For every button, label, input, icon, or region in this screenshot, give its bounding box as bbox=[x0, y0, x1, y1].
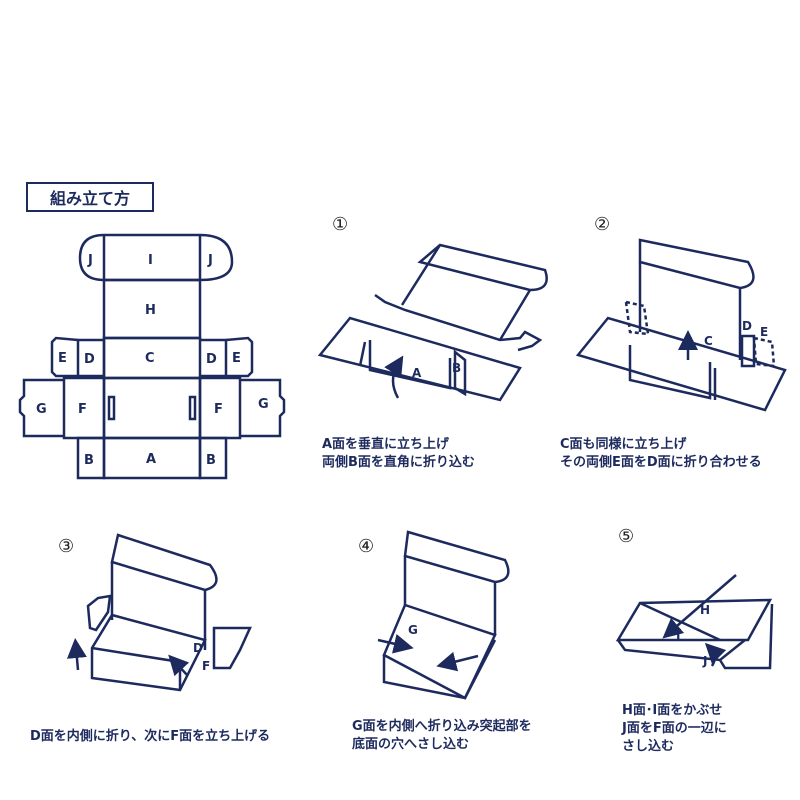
step3-label-d: D bbox=[193, 641, 203, 655]
step4-label-g: G bbox=[408, 623, 418, 637]
step2-label-d: D bbox=[742, 319, 752, 333]
step5-label-j: J bbox=[702, 654, 707, 668]
step3-label-f: F bbox=[202, 659, 210, 673]
page-title: 組み立て方 bbox=[26, 182, 154, 212]
step3-caption-line1: D面を内側に折り、次にF面を立ち上げる bbox=[30, 729, 271, 744]
step1-label-a: A bbox=[412, 366, 422, 380]
step4-number: ④ bbox=[358, 536, 375, 557]
net-label-g-right: G bbox=[258, 397, 269, 412]
step2-illustration bbox=[575, 238, 787, 412]
step1-caption-line2: 両側B面を直角に折り込む bbox=[322, 455, 475, 470]
step5-illustration bbox=[615, 574, 774, 670]
step5-label-h: H bbox=[700, 603, 710, 617]
net-label-a: A bbox=[146, 452, 156, 467]
net-label-b-right: B bbox=[206, 453, 216, 468]
step3-caption: D面を内側に折り、次にF面を立ち上げる bbox=[30, 728, 270, 746]
step2-label-c: C bbox=[704, 334, 713, 348]
step1-caption: A面を垂直に立ち上げ 両側B面を直角に折り込む bbox=[322, 436, 475, 472]
net-label-g-left: G bbox=[36, 402, 47, 417]
step2-caption: C面も同様に立ち上げ その両側E面をD面に折り合わせる bbox=[560, 436, 762, 472]
step5-caption-line3: さし込む bbox=[622, 739, 675, 754]
step5-caption: H面･I面をかぶせ J面をF面の一辺に さし込む bbox=[622, 702, 727, 756]
step1-label-b: B bbox=[452, 361, 461, 375]
net-label-j-left: J bbox=[87, 253, 93, 268]
step4-caption-line1: G面を内側へ折り込み突起部を bbox=[352, 719, 532, 734]
net-label-i: I bbox=[148, 253, 153, 268]
step1-number: ① bbox=[332, 214, 349, 235]
net-label-h: H bbox=[145, 303, 156, 318]
step5-number: ⑤ bbox=[618, 526, 635, 547]
step4-illustration bbox=[377, 530, 510, 700]
step4-caption: G面を内側へ折り込み突起部を 底面の穴へさし込む bbox=[352, 718, 532, 754]
step1-caption-line1: A面を垂直に立ち上げ bbox=[322, 437, 450, 452]
net-label-e-left: E bbox=[58, 351, 67, 366]
net-labels: J I J H C D D E E F F G G A B B bbox=[36, 253, 269, 468]
step2-caption-line1: C面も同様に立ち上げ bbox=[560, 437, 687, 452]
net-label-c: C bbox=[145, 351, 155, 366]
step2-caption-line2: その両側E面をD面に折り合わせる bbox=[560, 455, 762, 470]
net-label-e-right: E bbox=[232, 351, 241, 366]
step3-number: ③ bbox=[58, 536, 75, 557]
step5-label-i: I bbox=[676, 629, 680, 643]
step1-illustration bbox=[317, 243, 548, 402]
step4-caption-line2: 底面の穴へさし込む bbox=[352, 737, 470, 752]
step5-caption-line1: H面･I面をかぶせ bbox=[622, 703, 723, 718]
step5-caption-line2: J面をF面の一辺に bbox=[622, 721, 727, 736]
box-net bbox=[18, 233, 286, 480]
net-label-f-right: F bbox=[214, 402, 223, 417]
net-label-f-left: F bbox=[78, 402, 87, 417]
net-label-d-right: D bbox=[206, 352, 217, 367]
step3-illustration bbox=[66, 533, 252, 692]
net-label-b-left: B bbox=[84, 453, 94, 468]
net-label-j-right: J bbox=[207, 253, 213, 268]
step2-label-e: E bbox=[760, 325, 768, 339]
step2-number: ② bbox=[594, 214, 611, 235]
net-label-d-left: D bbox=[84, 352, 95, 367]
